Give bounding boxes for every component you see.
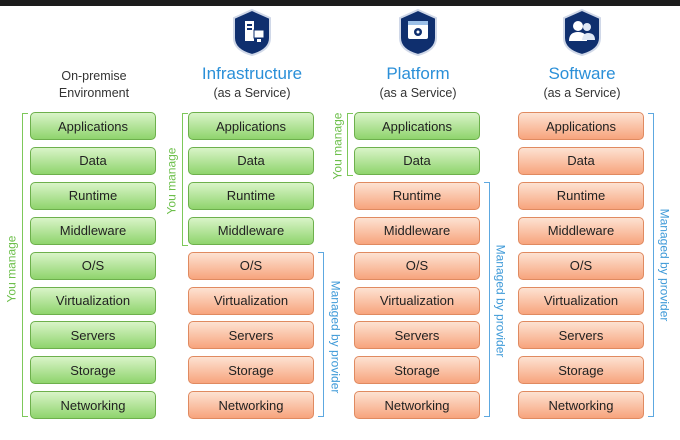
column-title: Platform: [386, 64, 450, 83]
you-manage-bracket: [22, 113, 28, 417]
layer-networking: Networking: [188, 391, 314, 420]
layer-virtualization: Virtualization: [518, 286, 644, 315]
managed-by-provider-label: Managed by provider: [493, 244, 508, 358]
managed-by-provider-label: Managed by provider: [657, 208, 672, 322]
layer-networking: Networking: [518, 391, 644, 420]
layer-applications: Applications: [518, 112, 644, 140]
provider-bracket: [648, 113, 654, 417]
layer-servers: Servers: [518, 321, 644, 350]
gear-window-icon: [399, 8, 437, 56]
top-bar: [0, 0, 680, 6]
managed-by-provider-label: Managed by provider: [328, 280, 343, 394]
layer-storage: Storage: [30, 356, 156, 385]
layer-o-s: O/S: [188, 251, 314, 280]
layer-applications: Applications: [30, 112, 156, 140]
column-header-on-premise: On-premise Environment: [30, 68, 158, 102]
layer-virtualization: Virtualization: [30, 286, 156, 315]
layer-runtime: Runtime: [30, 181, 156, 210]
layer-virtualization: Virtualization: [188, 286, 314, 315]
layer-networking: Networking: [354, 391, 480, 420]
layer-servers: Servers: [30, 321, 156, 350]
you-manage-bracket: [182, 113, 188, 246]
layer-runtime: Runtime: [354, 181, 480, 210]
server-icon: [233, 8, 271, 56]
column-subtitle: (as a Service): [213, 86, 291, 100]
layer-middleware: Middleware: [30, 216, 156, 245]
layer-runtime: Runtime: [518, 181, 644, 210]
layer-data: Data: [188, 146, 314, 175]
layer-applications: Applications: [188, 112, 314, 140]
layer-storage: Storage: [518, 356, 644, 385]
layer-servers: Servers: [188, 321, 314, 350]
column-title: Software: [548, 64, 616, 83]
provider-bracket: [484, 182, 490, 417]
layer-middleware: Middleware: [188, 216, 314, 245]
provider-bracket: [318, 252, 324, 417]
you-manage-bracket: [347, 113, 353, 176]
column-title: Infrastructure: [201, 64, 303, 83]
you-manage-label: You manage: [330, 112, 345, 180]
layer-middleware: Middleware: [354, 216, 480, 245]
layer-o-s: O/S: [354, 251, 480, 280]
layer-runtime: Runtime: [188, 181, 314, 210]
layer-data: Data: [354, 146, 480, 175]
layer-o-s: O/S: [518, 251, 644, 280]
column-subtitle: (as a Service): [543, 86, 621, 100]
users-icon: [563, 8, 601, 56]
layer-data: Data: [30, 146, 156, 175]
you-manage-label: You manage: [4, 235, 19, 303]
layer-storage: Storage: [188, 356, 314, 385]
layer-middleware: Middleware: [518, 216, 644, 245]
you-manage-label: You manage: [164, 147, 179, 215]
layer-data: Data: [518, 146, 644, 175]
layer-storage: Storage: [354, 356, 480, 385]
layer-networking: Networking: [30, 391, 156, 420]
layer-servers: Servers: [354, 321, 480, 350]
layer-virtualization: Virtualization: [354, 286, 480, 315]
header-line-1: On-premise: [61, 69, 127, 83]
layer-o-s: O/S: [30, 251, 156, 280]
layer-applications: Applications: [354, 112, 480, 140]
header-line-2: Environment: [58, 86, 130, 100]
column-subtitle: (as a Service): [379, 86, 457, 100]
column-iaas: Infrastructure (as a Service) Applicatio…: [188, 0, 316, 440]
